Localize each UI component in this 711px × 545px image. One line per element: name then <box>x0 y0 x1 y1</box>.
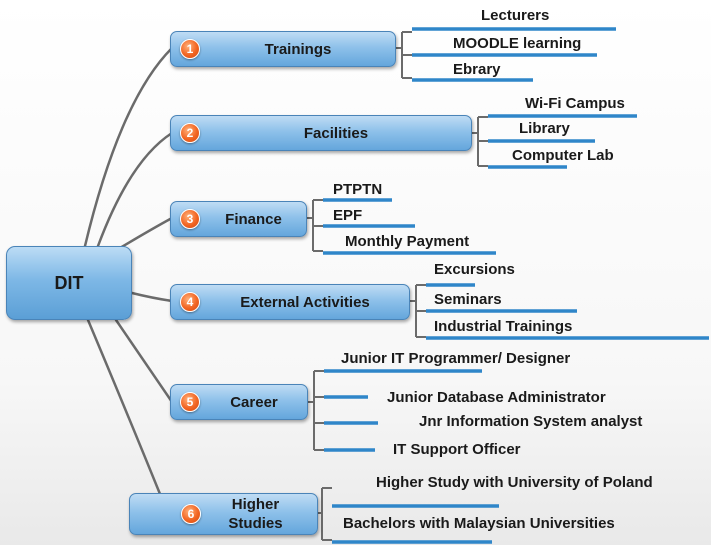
leaf-moodle-learning: MOODLE learning <box>453 35 582 52</box>
connector-root-higher <box>86 318 162 496</box>
bracket-career <box>308 370 324 451</box>
bracket-finance <box>307 199 323 252</box>
leaf-ptptn: PTPTN <box>333 181 383 198</box>
leaf-higher-study-poland: Higher Study with University of Poland <box>376 474 653 491</box>
leaf-seminars: Seminars <box>434 291 502 308</box>
number-badge-3: 3 <box>180 209 200 229</box>
branch-external-activities: 4 External Activities <box>170 284 410 320</box>
branch-finance: 3 Finance <box>170 201 307 237</box>
bracket-facilities <box>472 116 488 167</box>
connector-root-trainings <box>83 46 174 248</box>
leaf-wifi-campus: Wi-Fi Campus <box>525 95 625 112</box>
number-badge-2: 2 <box>180 123 200 143</box>
root-node: DIT <box>6 246 132 320</box>
branch-label-career: Career <box>230 393 278 411</box>
branch-label-facilities: Facilities <box>303 124 369 142</box>
leaf-ebrary: Ebrary <box>453 61 501 78</box>
leaf-junior-database-administrator: Junior Database Administrator <box>387 389 606 406</box>
bracket-external <box>410 284 426 338</box>
bracket-trainings <box>396 31 412 79</box>
number-badge-6: 6 <box>181 504 201 524</box>
branch-label-higher: Higher <box>231 496 280 513</box>
leaf-excursions: Excursions <box>434 261 515 278</box>
connector-root-career <box>114 318 174 404</box>
branch-facilities: 2 Facilities <box>170 115 472 151</box>
leaf-junior-it-programmer: Junior IT Programmer/ Designer <box>341 350 571 367</box>
leaf-industrial-trainings: Industrial Trainings <box>434 318 573 335</box>
branch-trainings: 1 Trainings <box>170 31 396 67</box>
leaf-computer-lab: Computer Lab <box>512 147 614 164</box>
connector-root-finance <box>118 216 174 250</box>
branch-label-external-activities: External Activities <box>240 293 370 311</box>
leaf-jnr-information-system-analyst: Jnr Information System analyst <box>419 413 643 430</box>
leaf-bachelors-malaysian: Bachelors with Malaysian Universities <box>343 515 615 532</box>
leaf-library: Library <box>519 120 570 137</box>
number-badge-4: 4 <box>180 292 200 312</box>
branch-career: 5 Career <box>170 384 308 420</box>
connector-root-external <box>130 291 174 303</box>
branch-label-finance: Finance <box>225 210 282 228</box>
leaf-lecturers: Lecturers <box>481 7 550 24</box>
leaf-it-support-officer: IT Support Officer <box>393 441 521 458</box>
branch-label-higher-studies: Higher Studies <box>204 494 307 534</box>
bracket-higher <box>318 487 332 541</box>
branch-label-trainings: Trainings <box>264 40 332 58</box>
number-badge-5: 5 <box>180 392 200 412</box>
connector-root-facilities <box>96 131 174 248</box>
leaf-epf: EPF <box>333 207 363 224</box>
branch-label-studies: Studies <box>228 515 283 532</box>
leaf-monthly-payment: Monthly Payment <box>345 233 470 250</box>
root-label: DIT <box>54 272 84 293</box>
branch-higher-studies: 6 Higher Studies <box>129 493 318 535</box>
number-badge-1: 1 <box>180 39 200 59</box>
